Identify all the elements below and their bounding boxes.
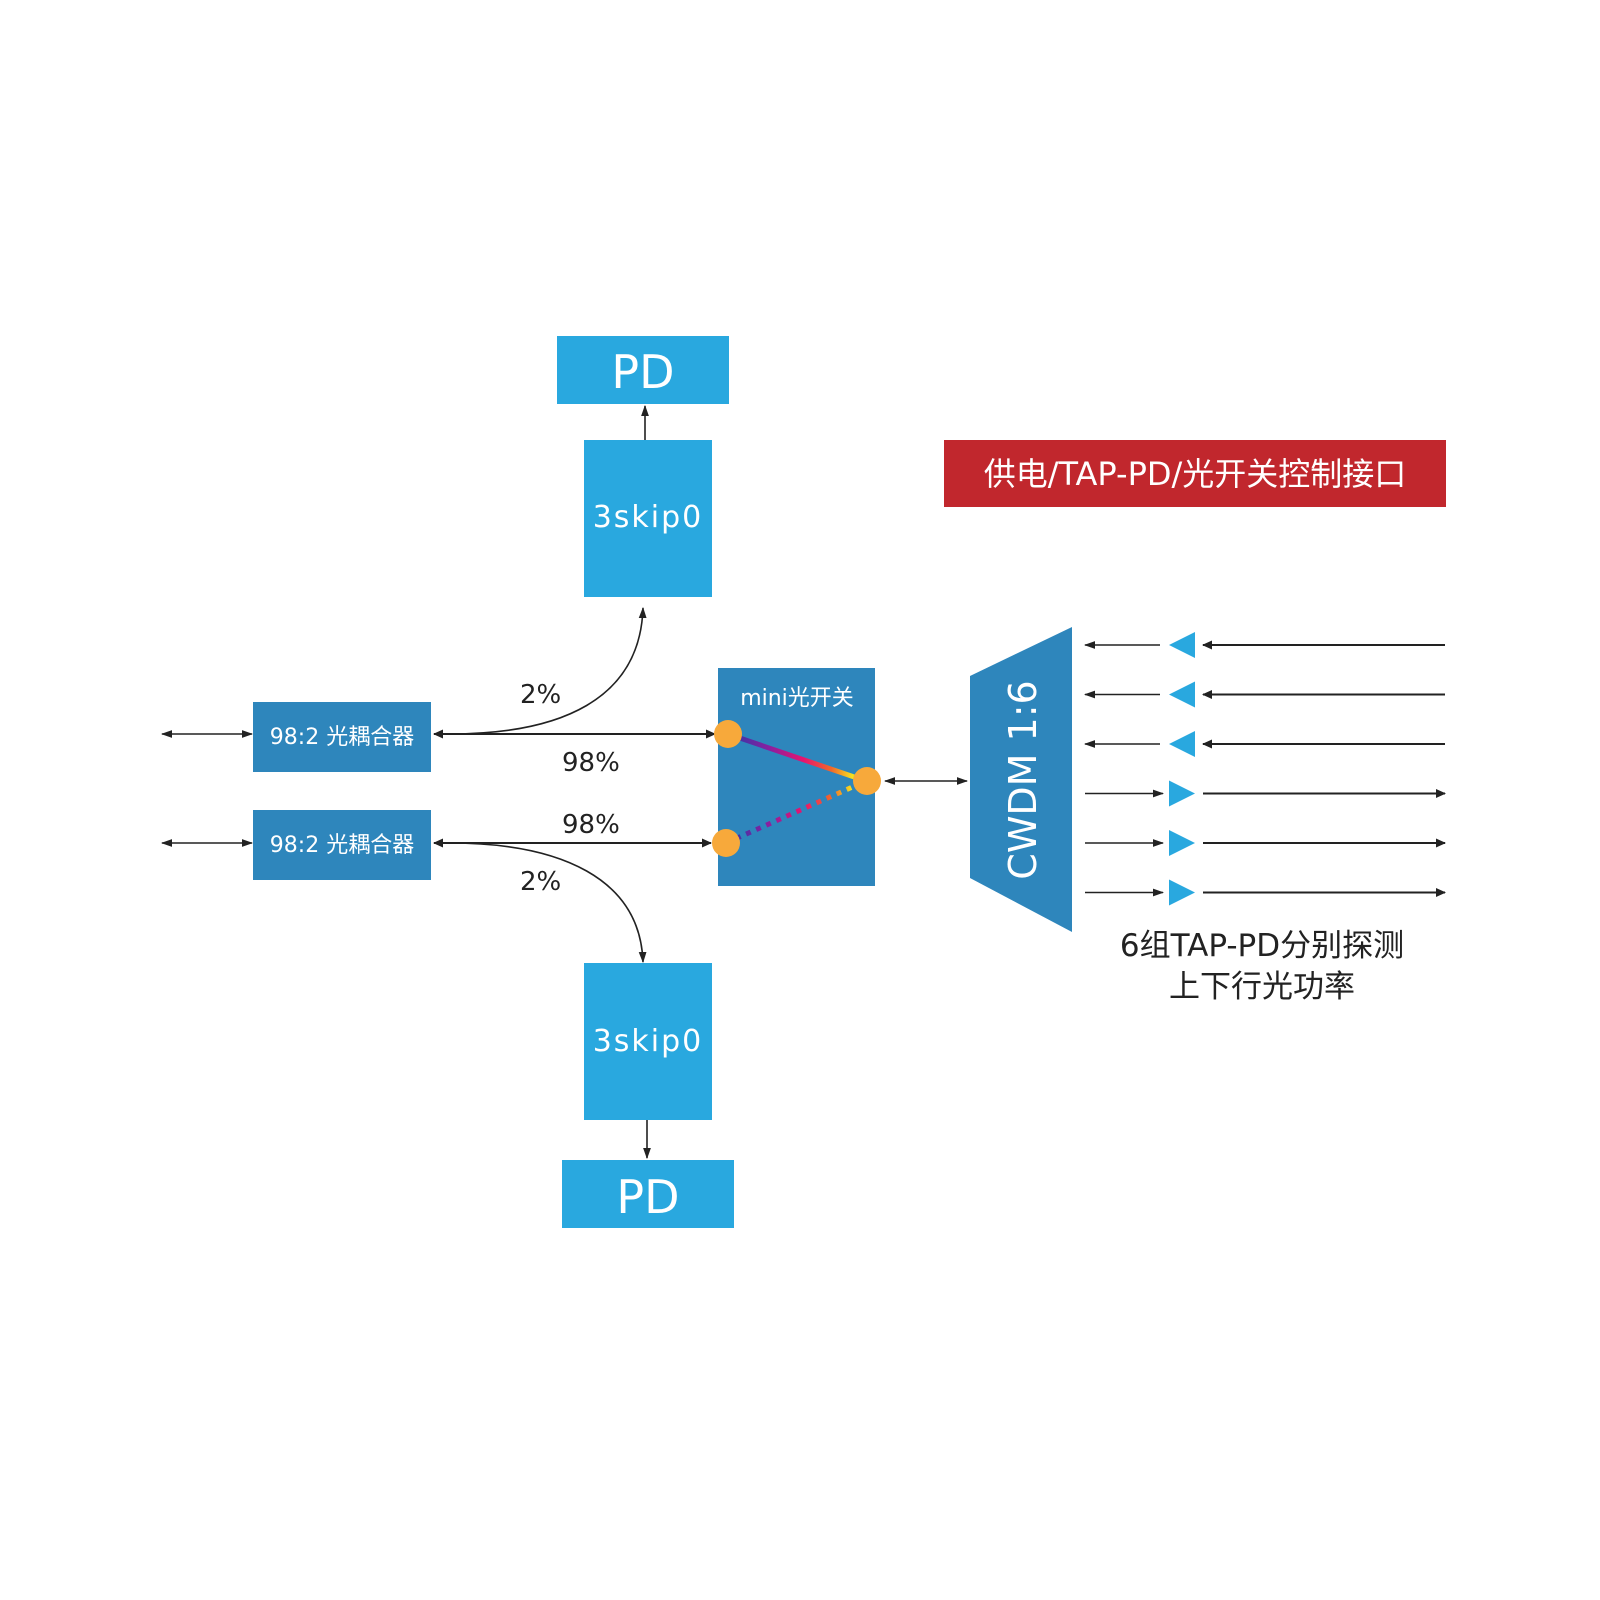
bottom-pd-label: PD: [616, 1170, 679, 1224]
top-tap-curve: [449, 606, 647, 735]
channel-3: [1083, 731, 1445, 757]
bottom-pd-block: PD: [562, 1160, 734, 1228]
top-filter-label: 3skip0: [593, 500, 704, 535]
top-filter-block: 3skip0: [584, 440, 712, 597]
channel-1: [1083, 632, 1445, 658]
switch-active-path: [727, 731, 867, 784]
bottom-tap-curve: [449, 842, 647, 964]
coupler2-label: 98:2 光耦合器: [270, 833, 414, 858]
coupler1-block: 98:2 光耦合器: [253, 702, 431, 772]
control-interface-label: 供电/TAP-PD/光开关控制接口: [984, 455, 1407, 493]
switch-port-1: [714, 720, 742, 748]
tap-caption-line2: 上下行光功率: [1169, 969, 1355, 1005]
tap-pd-triangle-icon: [1169, 879, 1195, 906]
bottom-tap-percent: 2%: [520, 867, 561, 897]
coupler1-label: 98:2 光耦合器: [270, 725, 414, 750]
switch-port-2: [712, 829, 740, 857]
channel-6: [1085, 879, 1446, 906]
tap-pd-triangle-icon: [1169, 830, 1195, 856]
channel-5: [1085, 830, 1446, 856]
control-interface-banner: 供电/TAP-PD/光开关控制接口: [944, 440, 1446, 507]
top-pd-block: PD: [557, 336, 729, 404]
bottom-filter-block: 3skip0: [584, 963, 712, 1120]
channel-4: [1085, 780, 1446, 807]
tap-pd-triangle-icon: [1169, 780, 1195, 807]
bottom-filter-label: 3skip0: [593, 1024, 704, 1059]
coupler1-through-percent: 98%: [562, 748, 620, 778]
mini-switch-block: mini光开关: [712, 668, 881, 886]
channel-2: [1083, 681, 1445, 708]
mini-switch-label: mini光开关: [740, 686, 854, 711]
cwdm-block: CWDM 1:6: [970, 627, 1072, 932]
tap-pd-triangle-icon: [1169, 731, 1195, 757]
coupler2-through-percent: 98%: [562, 810, 620, 840]
tap-pd-triangle-icon: [1169, 681, 1195, 708]
tap-pd-triangle-icon: [1169, 632, 1195, 658]
switch-common-port: [853, 767, 881, 795]
switch-inactive-path: [724, 778, 868, 846]
tap-caption-line1: 6组TAP-PD分别探测: [1120, 928, 1404, 964]
top-pd-label: PD: [611, 345, 674, 399]
cwdm-channels: [1083, 632, 1446, 906]
coupler2-block: 98:2 光耦合器: [253, 810, 431, 880]
top-tap-percent: 2%: [520, 680, 561, 710]
cwdm-label: CWDM 1:6: [1001, 680, 1045, 879]
